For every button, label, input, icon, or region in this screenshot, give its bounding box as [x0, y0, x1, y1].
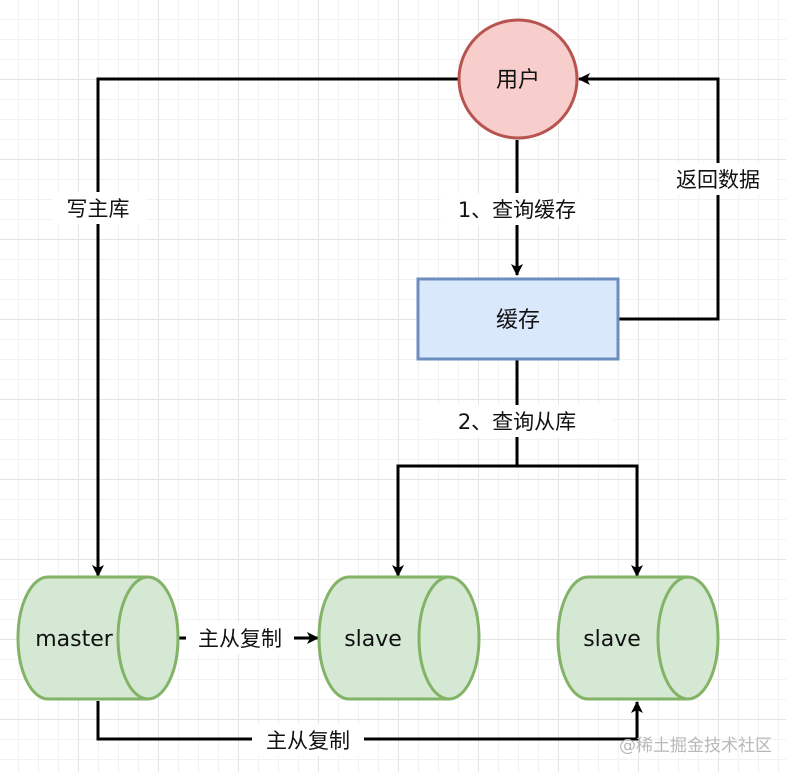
label-replicate-1: 主从复制	[186, 622, 294, 654]
svg-text:master: master	[35, 627, 114, 652]
svg-text:2、查询从库: 2、查询从库	[458, 410, 576, 434]
svg-text:1、查询缓存: 1、查询缓存	[458, 198, 576, 222]
svg-text:slave: slave	[583, 627, 641, 652]
svg-text:主从复制: 主从复制	[266, 729, 350, 753]
edge-write-master	[92, 77, 459, 577]
edge-return-data	[578, 73, 720, 321]
edge-query-slave-1	[392, 464, 517, 577]
label-query-slave: 2、查询从库	[421, 405, 613, 437]
label-return-data: 返回数据	[660, 163, 776, 195]
master-db-node[interactable]: master	[16, 575, 180, 701]
svg-text:缓存: 缓存	[496, 308, 540, 333]
svg-text:主从复制: 主从复制	[198, 627, 282, 651]
svg-text:写主库: 写主库	[67, 197, 130, 221]
user-node[interactable]: 用户	[457, 18, 579, 140]
cache-node[interactable]: 缓存	[416, 277, 620, 361]
svg-text:返回数据: 返回数据	[676, 168, 760, 192]
edge-query-slave-2	[517, 464, 643, 577]
slave-db-node-2[interactable]: slave	[556, 575, 720, 701]
svg-text:slave: slave	[344, 627, 402, 652]
label-write-master: 写主库	[52, 192, 146, 224]
watermark-text: @稀土掘金技术社区	[619, 736, 772, 756]
slave-db-node-1[interactable]: slave	[317, 575, 481, 701]
label-replicate-2: 主从复制	[252, 724, 364, 756]
svg-text:用户: 用户	[496, 68, 540, 93]
edge-replicate-2	[96, 701, 643, 741]
label-query-cache: 1、查询缓存	[441, 193, 593, 225]
